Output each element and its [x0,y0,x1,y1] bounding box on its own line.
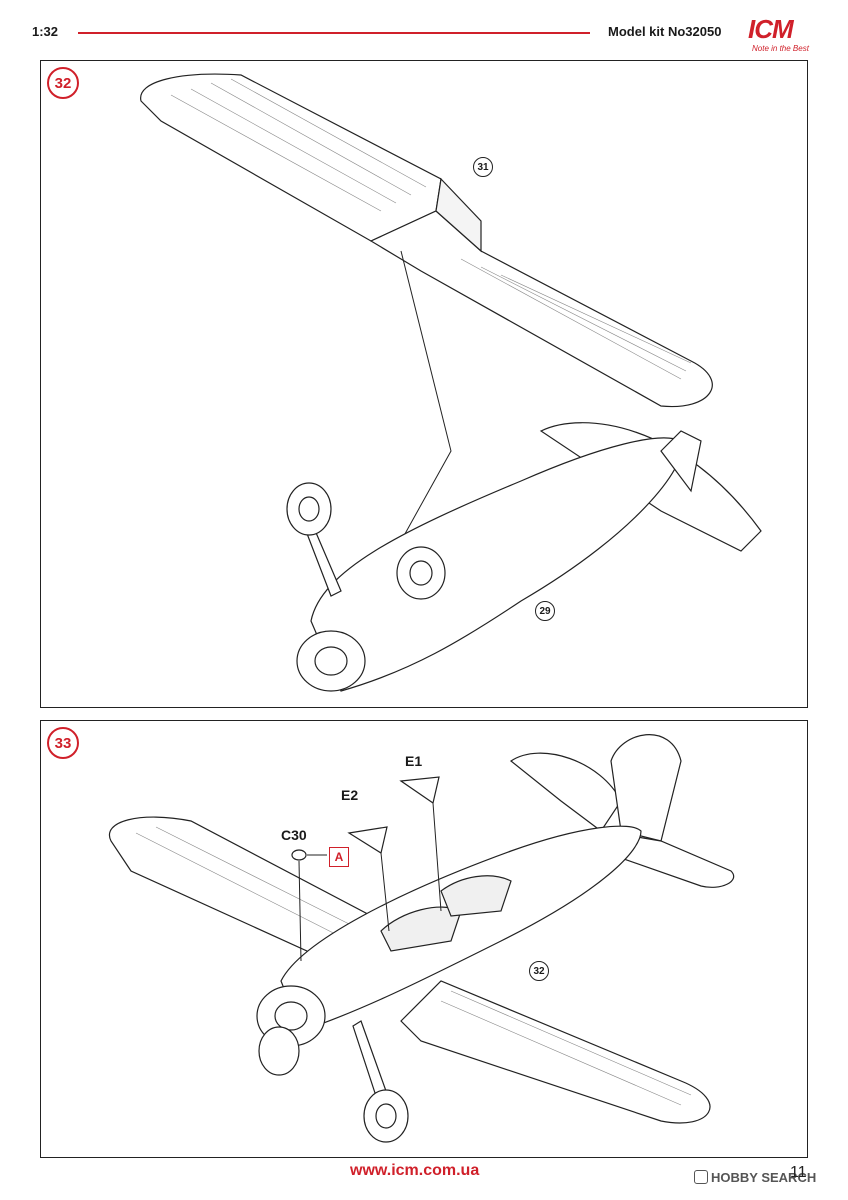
watermark-text: HOBBY SEARCH [711,1170,817,1185]
part-e1-shape [399,776,440,804]
lower-wing-drawing [108,816,711,1124]
scale-label: 1:32 [32,24,59,39]
footer-url[interactable]: www.icm.com.ua [350,1162,480,1179]
header-divider [78,32,590,34]
step-33-panel: 33 E1 E2 C30 A 32 [40,720,808,1158]
part-c30-label: C30 [281,827,307,843]
part-c30-shape [291,849,307,861]
part-e1-label: E1 [405,753,423,769]
step-29-reference: 29 [535,601,555,621]
part-e2-label: E2 [341,787,359,803]
upper-wing-drawing [140,73,713,408]
logo-text: ICM [748,14,794,44]
step-31-reference: 31 [473,157,493,177]
assembly-guide-lines [298,802,442,962]
hobby-search-icon [694,1170,708,1184]
step-32-badge: 32 [47,67,79,99]
logo-tagline: Note in the Best [752,44,809,53]
fuselage-drawing [296,422,762,692]
part-e2-shape [347,826,388,854]
paint-code-box: A [329,847,349,867]
landing-gear-drawing [258,1020,409,1143]
kit-number: Model kit No32050 [608,24,722,39]
icm-logo: ICM Note in the Best [738,14,818,58]
step-32-reference: 32 [529,961,549,981]
step-32-illustration [140,73,762,692]
step-33-badge: 33 [47,727,79,759]
watermark: HOBBY SEARCH [694,1170,816,1185]
step-33-illustration [108,734,735,1143]
step-32-panel: 32 31 29 [40,60,808,708]
guide-line [400,250,452,542]
page-number: 11 [790,1164,807,1181]
landing-gear-drawing [286,482,446,600]
